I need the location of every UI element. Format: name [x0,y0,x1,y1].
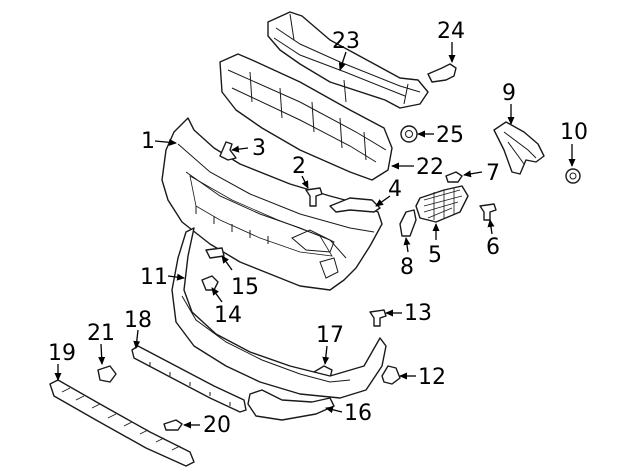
callout-14: 14 [214,303,242,328]
callout-7: 7 [486,161,500,186]
leader-1 [154,138,177,146]
callout-4: 4 [388,177,402,202]
skid-plate-part [49,379,195,467]
leader-8 [403,237,411,253]
callout-3: 3 [252,136,266,161]
leader-6 [487,219,495,235]
leader-7 [463,170,483,178]
callout-10: 10 [560,120,588,145]
callout-17: 17 [316,323,344,348]
small-parts [97,63,581,431]
leader-18 [133,329,141,349]
callout-21: 21 [87,321,115,346]
callout-25: 25 [436,123,464,148]
callout-labels: 1 2 3 4 5 6 7 8 9 10 11 12 13 14 15 16 1… [48,19,588,438]
leader-23 [338,51,347,71]
callout-5: 5 [428,243,442,268]
callout-9: 9 [502,81,516,106]
callout-18: 18 [124,308,152,333]
callout-20: 20 [203,413,231,438]
leader-21 [98,343,106,365]
callout-16: 16 [344,401,372,426]
leader-2 [301,175,309,189]
callout-15: 15 [231,275,259,300]
leader-4 [375,195,391,207]
lower-cover-part [171,227,387,399]
leader-lines [54,42,576,429]
energy-absorber-part [219,53,393,181]
callout-11: 11 [140,265,168,290]
callout-12: 12 [418,365,446,390]
leader-14 [211,287,223,303]
callout-23: 23 [332,29,360,54]
lower-valance-part [247,389,335,421]
spoiler-part [131,345,247,413]
callout-24: 24 [437,19,465,44]
callout-8: 8 [400,255,414,280]
callout-2: 2 [292,154,306,179]
callout-1: 1 [141,129,155,154]
leader-3 [231,145,249,153]
leader-15 [221,255,233,271]
callout-22: 22 [416,155,444,180]
callout-13: 13 [404,301,432,326]
impact-bar-part [267,11,429,109]
bumper-cover-part [161,117,383,291]
leader-17 [322,345,330,365]
callout-19: 19 [48,341,76,366]
callout-6: 6 [486,235,500,260]
leader-11 [167,273,185,281]
leader-16 [325,406,343,414]
